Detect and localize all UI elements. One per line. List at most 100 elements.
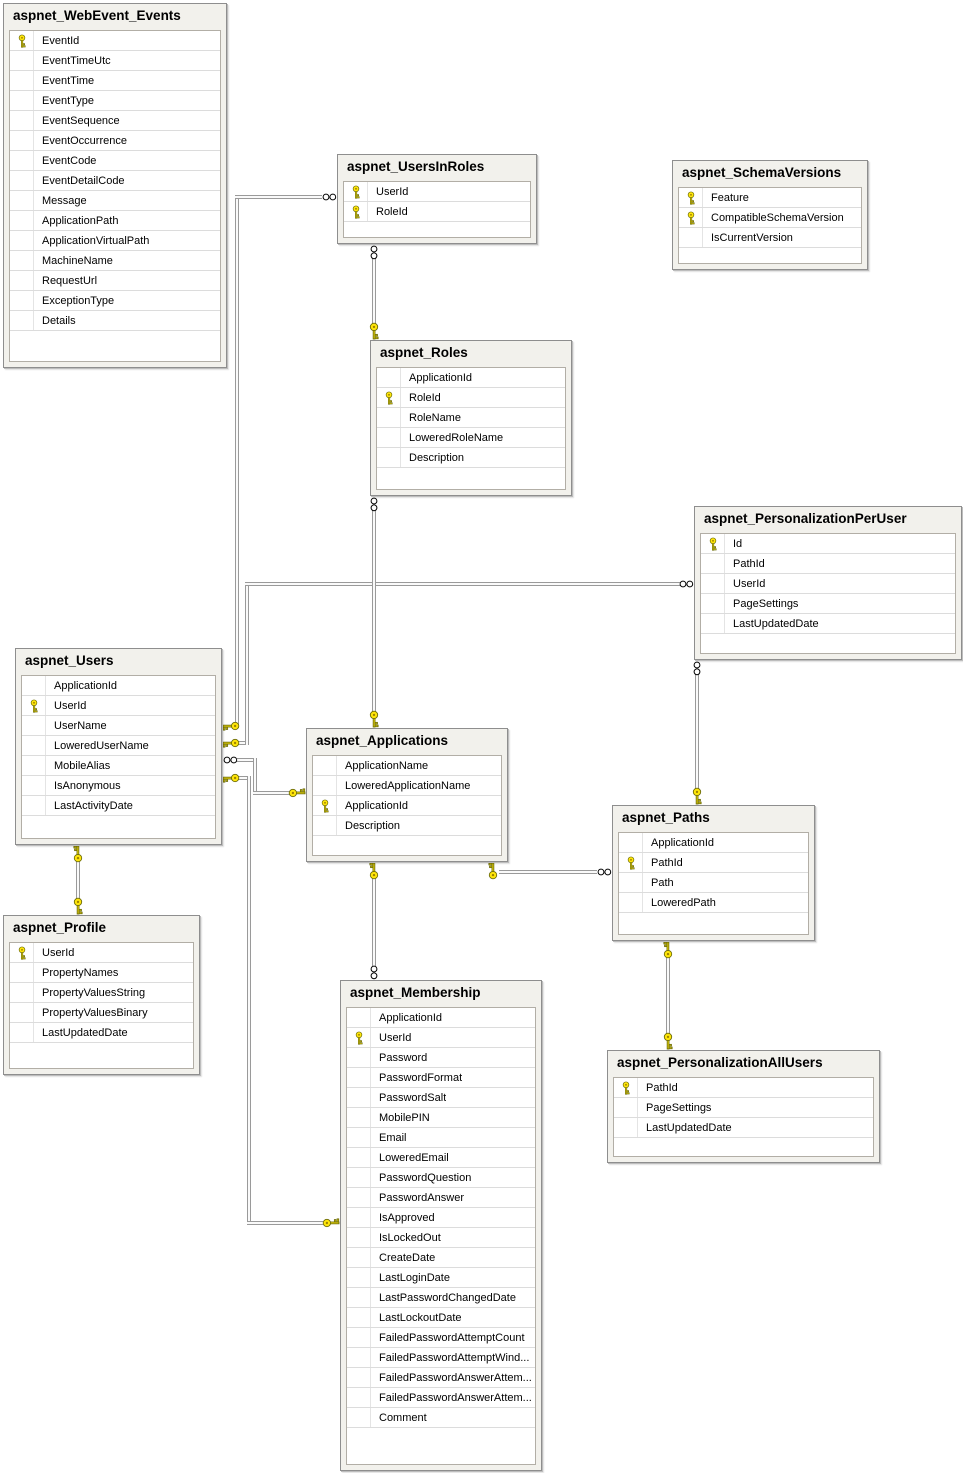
column-row-PathId[interactable]: PathId bbox=[614, 1078, 873, 1098]
table-title[interactable]: aspnet_Paths bbox=[622, 810, 710, 825]
relationship-users--personalizationperuser-line[interactable] bbox=[245, 582, 249, 745]
relationship-applications--membership-line[interactable] bbox=[372, 878, 376, 966]
table-title[interactable]: aspnet_Roles bbox=[380, 345, 468, 360]
column-row-UserId[interactable]: UserId bbox=[701, 574, 955, 594]
column-row-LoweredApplicationName[interactable]: LoweredApplicationName bbox=[313, 776, 501, 796]
column-row-RoleId[interactable]: RoleId bbox=[344, 202, 530, 222]
column-row-LastActivityDate[interactable]: LastActivityDate bbox=[22, 796, 215, 816]
column-row-EventCode[interactable]: EventCode bbox=[10, 151, 220, 171]
column-row-Id[interactable]: Id bbox=[701, 534, 955, 554]
relationship-users--personalizationperuser-line[interactable] bbox=[238, 741, 249, 745]
column-row-FailedPasswordAnswerAttem[interactable]: FailedPasswordAnswerAttem... bbox=[347, 1368, 535, 1388]
column-row-Password[interactable]: Password bbox=[347, 1048, 535, 1068]
column-row-UserId[interactable]: UserId bbox=[22, 696, 215, 716]
relationship-users--membership-line[interactable] bbox=[247, 1221, 323, 1225]
table-title[interactable]: aspnet_Profile bbox=[13, 920, 107, 935]
column-row-LastLoginDate[interactable]: LastLoginDate bbox=[347, 1268, 535, 1288]
column-row-Feature[interactable]: Feature bbox=[679, 188, 861, 208]
column-row-LastUpdatedDate[interactable]: LastUpdatedDate bbox=[614, 1118, 873, 1138]
table-aspnet_UsersInRoles[interactable]: aspnet_UsersInRoles UserId RoleId bbox=[337, 154, 537, 244]
column-row-LoweredRoleName[interactable]: LoweredRoleName bbox=[377, 428, 565, 448]
column-row-LoweredEmail[interactable]: LoweredEmail bbox=[347, 1148, 535, 1168]
column-row-IsAnonymous[interactable]: IsAnonymous bbox=[22, 776, 215, 796]
column-row-PasswordFormat[interactable]: PasswordFormat bbox=[347, 1068, 535, 1088]
column-row-PageSettings[interactable]: PageSettings bbox=[614, 1098, 873, 1118]
column-row-ApplicationId[interactable]: ApplicationId bbox=[377, 368, 565, 388]
column-row-MachineName[interactable]: MachineName bbox=[10, 251, 220, 271]
column-row-PasswordQuestion[interactable]: PasswordQuestion bbox=[347, 1168, 535, 1188]
relationship-users--personalizationperuser-line[interactable] bbox=[245, 582, 681, 586]
table-title[interactable]: aspnet_SchemaVersions bbox=[682, 165, 842, 180]
relationship-roles--usersinroles-line[interactable] bbox=[372, 258, 376, 326]
column-row-ApplicationId[interactable]: ApplicationId bbox=[22, 676, 215, 696]
column-row-Email[interactable]: Email bbox=[347, 1128, 535, 1148]
relationship-applications--users-line[interactable] bbox=[253, 758, 257, 795]
relationship-applications--paths-line[interactable] bbox=[499, 870, 597, 874]
relationship-paths--personalizationallusers-line[interactable] bbox=[666, 955, 670, 1036]
column-row-ApplicationId[interactable]: ApplicationId bbox=[619, 833, 808, 853]
column-row-PathId[interactable]: PathId bbox=[619, 853, 808, 873]
column-row-RoleName[interactable]: RoleName bbox=[377, 408, 565, 428]
column-row-RequestUrl[interactable]: RequestUrl bbox=[10, 271, 220, 291]
column-row-PathId[interactable]: PathId bbox=[701, 554, 955, 574]
relationship-applications--users-line[interactable] bbox=[237, 758, 257, 762]
column-row-LoweredPath[interactable]: LoweredPath bbox=[619, 893, 808, 913]
column-row-UserId[interactable]: UserId bbox=[344, 182, 530, 202]
table-aspnet_SchemaVersions[interactable]: aspnet_SchemaVersions Feature Compatible… bbox=[672, 160, 868, 270]
column-row-EventTimeUtc[interactable]: EventTimeUtc bbox=[10, 51, 220, 71]
column-row-PropertyValuesBinary[interactable]: PropertyValuesBinary bbox=[10, 1003, 193, 1023]
column-row-UserName[interactable]: UserName bbox=[22, 716, 215, 736]
table-title[interactable]: aspnet_Membership bbox=[350, 985, 481, 1000]
column-row-LoweredUserName[interactable]: LoweredUserName bbox=[22, 736, 215, 756]
relationship-users--membership-line[interactable] bbox=[238, 776, 251, 780]
column-row-MobileAlias[interactable]: MobileAlias bbox=[22, 756, 215, 776]
column-row-PropertyNames[interactable]: PropertyNames bbox=[10, 963, 193, 983]
relationship-users--membership-line[interactable] bbox=[247, 776, 251, 1225]
column-row-Description[interactable]: Description bbox=[313, 816, 501, 836]
column-row-Path[interactable]: Path bbox=[619, 873, 808, 893]
column-row-Description[interactable]: Description bbox=[377, 448, 565, 468]
table-title[interactable]: aspnet_PersonalizationPerUser bbox=[704, 511, 907, 526]
column-row-EventId[interactable]: EventId bbox=[10, 31, 220, 51]
relationship-applications--users-line[interactable] bbox=[253, 791, 290, 795]
column-row-ApplicationPath[interactable]: ApplicationPath bbox=[10, 211, 220, 231]
column-row-Message[interactable]: Message bbox=[10, 191, 220, 211]
column-row-FailedPasswordAttemptCount[interactable]: FailedPasswordAttemptCount bbox=[347, 1328, 535, 1348]
relationship-paths--personalizationperuser-line[interactable] bbox=[695, 674, 699, 790]
column-row-RoleId[interactable]: RoleId bbox=[377, 388, 565, 408]
column-row-Details[interactable]: Details bbox=[10, 311, 220, 331]
column-row-LastPasswordChangedDate[interactable]: LastPasswordChangedDate bbox=[347, 1288, 535, 1308]
column-row-FailedPasswordAttemptWind[interactable]: FailedPasswordAttemptWind... bbox=[347, 1348, 535, 1368]
column-row-ApplicationName[interactable]: ApplicationName bbox=[313, 756, 501, 776]
column-row-ApplicationVirtualPath[interactable]: ApplicationVirtualPath bbox=[10, 231, 220, 251]
relationship-users--usersinroles-line[interactable] bbox=[235, 195, 239, 728]
column-row-PasswordAnswer[interactable]: PasswordAnswer bbox=[347, 1188, 535, 1208]
table-title[interactable]: aspnet_PersonalizationAllUsers bbox=[617, 1055, 823, 1070]
relationship-users--usersinroles-line[interactable] bbox=[235, 195, 322, 199]
relationship-applications--roles-line[interactable] bbox=[372, 510, 376, 714]
column-row-ExceptionType[interactable]: ExceptionType bbox=[10, 291, 220, 311]
column-row-Comment[interactable]: Comment bbox=[347, 1408, 535, 1428]
column-row-ApplicationId[interactable]: ApplicationId bbox=[313, 796, 501, 816]
column-row-MobilePIN[interactable]: MobilePIN bbox=[347, 1108, 535, 1128]
column-row-EventTime[interactable]: EventTime bbox=[10, 71, 220, 91]
column-row-EventOccurrence[interactable]: EventOccurrence bbox=[10, 131, 220, 151]
column-row-FailedPasswordAnswerAttem[interactable]: FailedPasswordAnswerAttem... bbox=[347, 1388, 535, 1408]
column-row-UserId[interactable]: UserId bbox=[10, 943, 193, 963]
relationship-users--profile-line[interactable] bbox=[76, 861, 80, 901]
column-row-CompatibleSchemaVersion[interactable]: CompatibleSchemaVersion bbox=[679, 208, 861, 228]
column-row-IsApproved[interactable]: IsApproved bbox=[347, 1208, 535, 1228]
column-row-PropertyValuesString[interactable]: PropertyValuesString bbox=[10, 983, 193, 1003]
column-row-ApplicationId[interactable]: ApplicationId bbox=[347, 1008, 535, 1028]
table-title[interactable]: aspnet_Users bbox=[25, 653, 114, 668]
table-title[interactable]: aspnet_WebEvent_Events bbox=[13, 8, 181, 23]
